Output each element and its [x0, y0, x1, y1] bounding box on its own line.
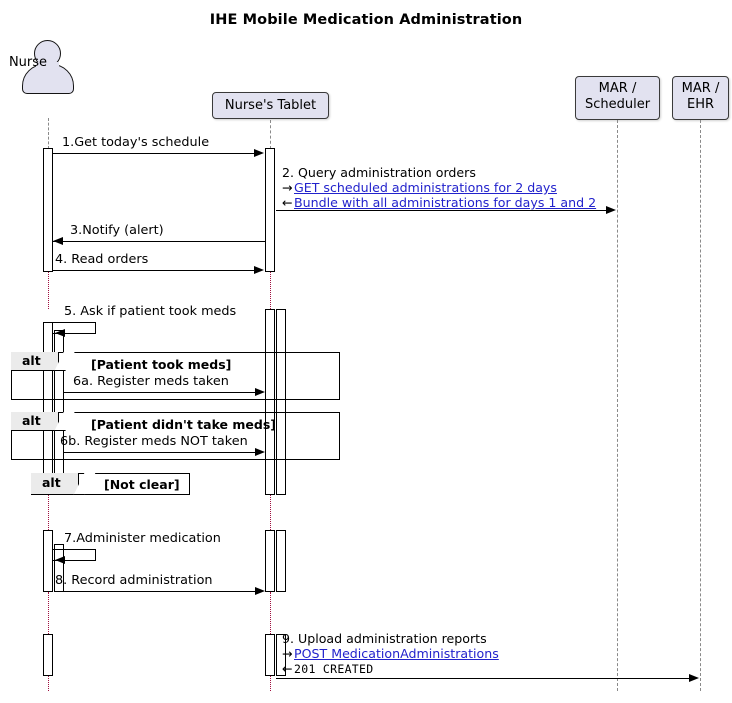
- message-label-3: 3.Notify (alert): [70, 223, 164, 238]
- activation-tablet-1: [265, 148, 275, 272]
- fragment-alt-not-clear-condition: [Not clear]: [104, 477, 180, 492]
- note-upload-response-status: 201 CREATED: [294, 662, 374, 676]
- fragment-alt-took-meds-condition: [Patient took meds]: [91, 357, 232, 372]
- note-upload-title: 9. Upload administration reports: [282, 631, 487, 646]
- message-label-6b: 6b. Register meds NOT taken: [60, 434, 248, 449]
- participant-mar-scheduler-label-line1: MAR /: [598, 81, 637, 96]
- arrow-left-icon: ←: [282, 661, 293, 676]
- message-line-2: [276, 210, 607, 211]
- lifeline-nurse-top: [48, 118, 49, 149]
- message-self-loop-7: [53, 549, 96, 561]
- note-upload-response-row: ←201 CREATED: [282, 661, 499, 677]
- message-line-6b: [63, 452, 258, 453]
- participant-mar-ehr-label-line1: MAR /: [681, 81, 720, 96]
- message-arrowhead-8: [255, 586, 265, 595]
- note-query-request-row: →GET scheduled administrations for 2 day…: [282, 180, 596, 195]
- activation-tablet-4: [265, 634, 275, 676]
- activation-tablet-3b: [276, 530, 286, 592]
- note-query-response-row: ←Bundle with all administrations for day…: [282, 195, 596, 210]
- participant-mar-ehr[interactable]: MAR / EHR: [672, 76, 729, 120]
- fragment-operator-label: alt: [22, 413, 41, 428]
- fragment-operator-label: alt: [42, 475, 61, 490]
- lifeline-tablet-top: [270, 120, 271, 149]
- fragment-operator-label: alt: [22, 353, 41, 368]
- message-arrowhead-7: [55, 556, 65, 564]
- page-title: IHE Mobile Medication Administration: [209, 12, 523, 28]
- lifeline-tablet-gap-3: [270, 592, 271, 634]
- lifeline-mar-scheduler: [617, 120, 618, 691]
- message-line-3: [53, 241, 265, 242]
- activation-nurse-4: [43, 634, 53, 676]
- message-arrowhead-6b: [255, 447, 265, 456]
- lifeline-tablet-gap-1: [270, 272, 271, 309]
- lifeline-tablet-gap-2: [270, 495, 271, 530]
- message-line-8: [63, 591, 258, 592]
- message-label-8: 8. Record administration: [55, 573, 213, 588]
- activation-nurse-3b: [54, 544, 64, 592]
- participant-mar-scheduler[interactable]: MAR / Scheduler: [575, 76, 660, 120]
- fragment-alt-didnt-take-meds-tab: alt: [11, 412, 59, 431]
- message-line-1: [52, 153, 257, 154]
- participant-nurses-tablet[interactable]: Nurse's Tablet: [212, 92, 329, 119]
- activation-tablet-4b: [276, 634, 286, 676]
- fragment-alt-didnt-take-meds: [11, 412, 340, 460]
- message-line-9: [276, 678, 690, 679]
- note-query-administration-orders: 2. Query administration orders →GET sche…: [282, 165, 596, 210]
- message-label-1: 1.Get today's schedule: [62, 135, 210, 150]
- activation-nurse-2: [43, 322, 53, 495]
- arrow-right-icon: →: [282, 180, 293, 195]
- message-arrowhead-4: [254, 265, 264, 274]
- note-query-title: 2. Query administration orders: [282, 165, 476, 180]
- message-label-4: 4. Read orders: [55, 252, 149, 267]
- activation-tablet-2b: [276, 309, 286, 495]
- message-arrowhead-2: [606, 205, 616, 214]
- actor-nurse-label: Nurse: [8, 55, 48, 70]
- message-line-6a: [63, 392, 258, 393]
- message-label-5: 5. Ask if patient took meds: [64, 304, 237, 319]
- fragment-alt-took-meds: [11, 352, 340, 400]
- note-query-request-link[interactable]: GET scheduled administrations for 2 days: [294, 180, 557, 195]
- fragment-alt-not-clear-tab: alt: [31, 473, 79, 495]
- lifeline-nurse-gap-3: [48, 592, 49, 634]
- message-arrowhead-3: [53, 236, 63, 245]
- actor-nurse[interactable]: [20, 40, 76, 110]
- lifeline-nurse-gap-1: [48, 272, 49, 309]
- activation-nurse-1: [43, 148, 53, 272]
- message-arrowhead-6a: [255, 387, 265, 396]
- note-upload-request-row: →POST MedicationAdministrations: [282, 646, 499, 661]
- arrow-right-icon: →: [282, 646, 293, 661]
- lifeline-mar-ehr: [700, 120, 701, 691]
- fragment-alt-took-meds-tab: alt: [11, 352, 59, 371]
- fragment-alt-didnt-take-meds-condition: [Patient didn't take meds]: [91, 417, 276, 432]
- message-label-7: 7.Administer medication: [64, 531, 221, 546]
- note-query-response-link[interactable]: Bundle with all administrations for days…: [294, 195, 597, 210]
- participant-nurses-tablet-label: Nurse's Tablet: [224, 98, 317, 113]
- lifeline-nurse-gap-2: [48, 495, 49, 530]
- lifeline-nurse-bottom: [48, 676, 49, 691]
- actor-neck-cover: [36, 62, 59, 67]
- message-self-loop-5: [53, 322, 96, 334]
- message-label-6a: 6a. Register meds taken: [73, 374, 229, 389]
- arrow-left-icon: ←: [282, 195, 293, 210]
- participant-mar-scheduler-label-line2: Scheduler: [584, 97, 651, 112]
- activation-tablet-3: [265, 530, 275, 592]
- note-upload-request-link[interactable]: POST MedicationAdministrations: [294, 646, 499, 661]
- activation-nurse-3: [43, 530, 53, 592]
- message-arrowhead-1: [254, 148, 264, 157]
- lifeline-tablet-bottom: [270, 676, 271, 691]
- message-arrowhead-5: [55, 329, 65, 337]
- message-line-4: [52, 270, 257, 271]
- participant-mar-ehr-label-line2: EHR: [686, 97, 715, 112]
- note-upload-administration-reports: 9. Upload administration reports →POST M…: [282, 631, 499, 677]
- message-arrowhead-9: [689, 673, 699, 682]
- activation-tablet-2: [265, 309, 275, 495]
